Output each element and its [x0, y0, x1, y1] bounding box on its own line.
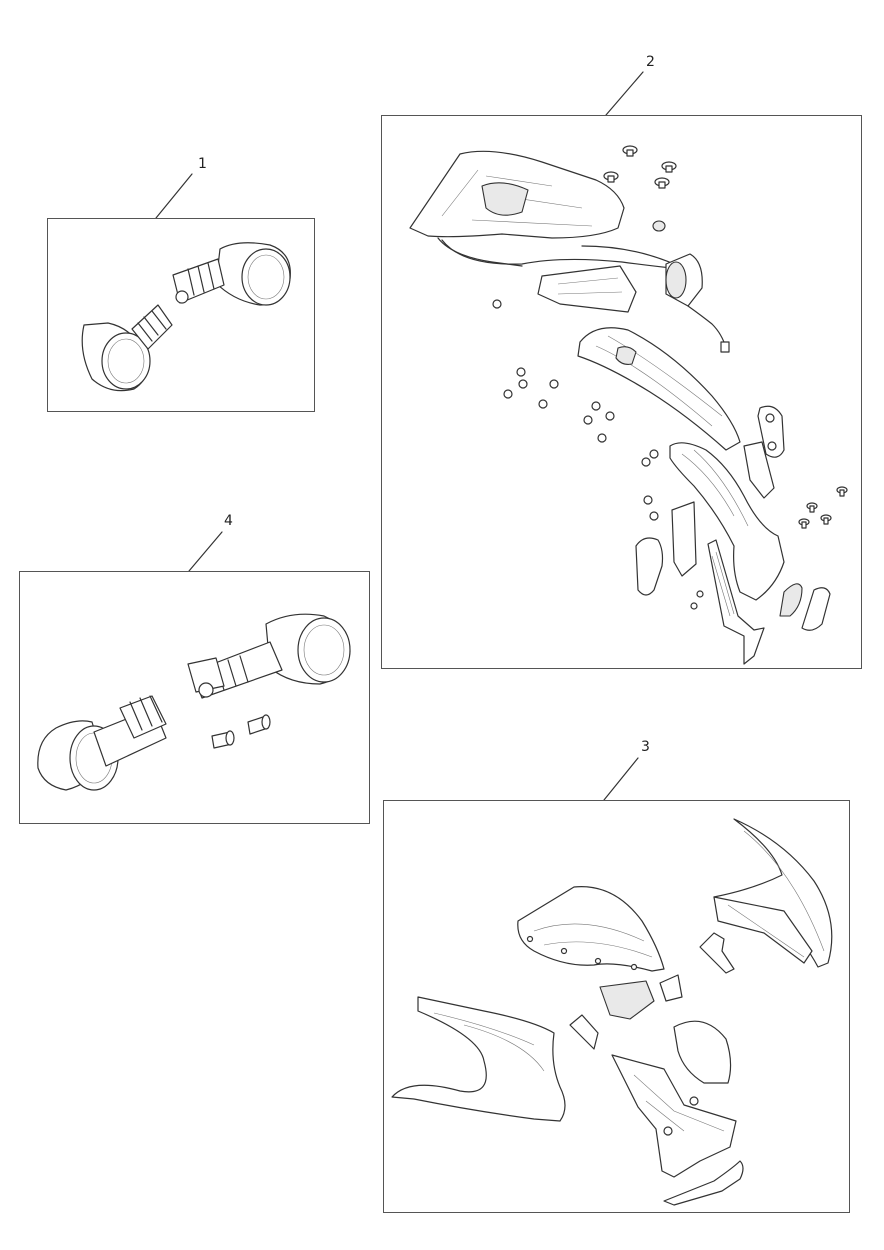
part-panel-1[interactable] — [47, 218, 315, 412]
callout-number-3[interactable]: 3 — [641, 739, 650, 755]
leader-line-4 — [188, 531, 223, 572]
part-panel-4[interactable] — [19, 571, 370, 824]
part-panel-3[interactable] — [383, 800, 850, 1213]
tail-tidy-assembly-icon — [409, 145, 848, 665]
callout-number-2[interactable]: 2 — [646, 54, 655, 70]
indicator-pair-icon — [81, 242, 291, 392]
leader-line-2 — [605, 71, 644, 116]
leader-line-3 — [603, 757, 639, 801]
leader-line-1 — [155, 173, 193, 219]
indicator-pair-long-stalk-icon — [37, 613, 351, 791]
callout-number-1[interactable]: 1 — [198, 156, 207, 172]
part-panel-2[interactable] — [381, 115, 862, 669]
callout-number-4[interactable]: 4 — [224, 513, 233, 529]
fly-screen-fairing-icon — [391, 818, 833, 1206]
